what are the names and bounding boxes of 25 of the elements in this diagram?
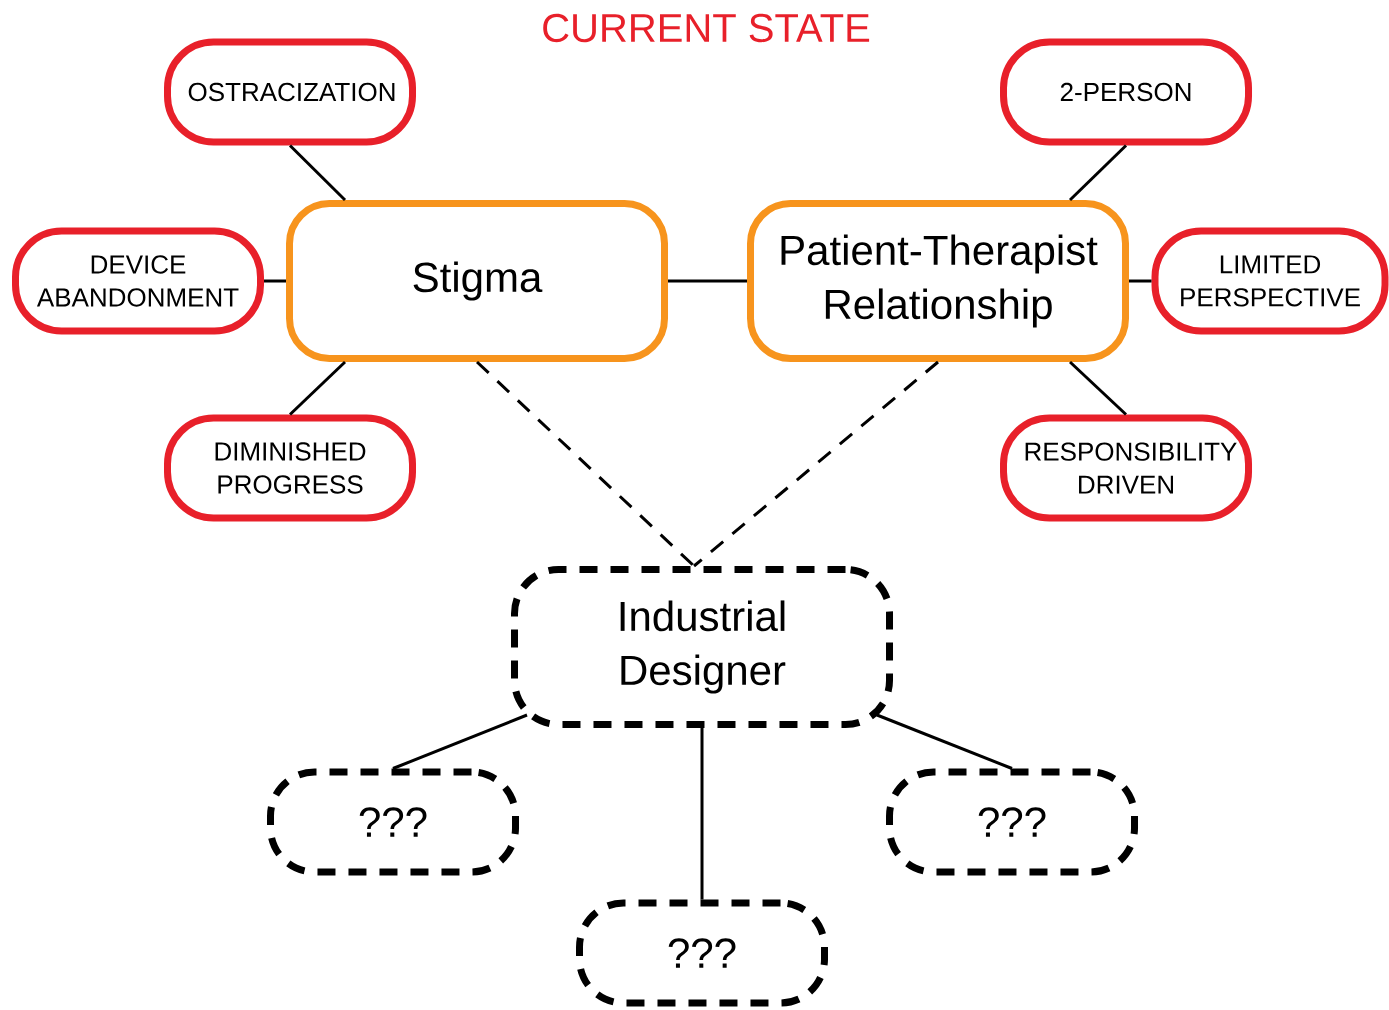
connector-line bbox=[1129, 279, 1152, 283]
dashed-box: ??? bbox=[576, 899, 828, 1007]
label-box: DIMINISHED PROGRESS bbox=[164, 414, 416, 522]
title: CURRENT STATE bbox=[543, 13, 870, 43]
topic-box: Stigma bbox=[286, 200, 668, 362]
connector-line bbox=[392, 713, 528, 770]
dashed-box: Industrial Designer bbox=[511, 566, 893, 728]
label-box: OSTRACIZATION bbox=[164, 38, 416, 146]
label-box: 2-PERSON bbox=[1000, 38, 1252, 146]
connector-line bbox=[1068, 144, 1128, 202]
connector-line bbox=[288, 144, 347, 202]
dashed-box: ??? bbox=[886, 768, 1138, 876]
dashed-connector bbox=[476, 360, 696, 568]
connector-line bbox=[876, 713, 1013, 770]
connector-line bbox=[668, 279, 747, 283]
dashed-connector bbox=[693, 360, 939, 568]
label-box: RESPONSIBILITY DRIVEN bbox=[1000, 414, 1252, 522]
connector-line bbox=[288, 360, 347, 416]
connector-line bbox=[700, 728, 704, 900]
topic-box: Patient-Therapist Relationship bbox=[747, 200, 1129, 362]
label-box: LIMITED PERSPECTIVE bbox=[1151, 227, 1389, 335]
label-box: DEVICE ABANDONMENT bbox=[12, 227, 264, 335]
dashed-box: ??? bbox=[267, 768, 519, 876]
connector-line bbox=[264, 279, 286, 283]
connector-line bbox=[1069, 360, 1128, 416]
